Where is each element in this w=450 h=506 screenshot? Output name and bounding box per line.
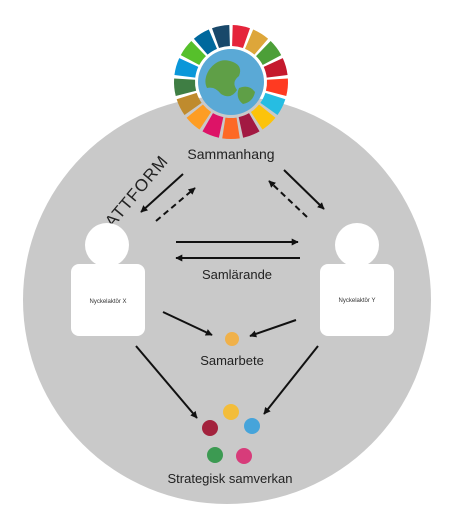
strategy-dot bbox=[236, 448, 252, 464]
platform-circle bbox=[23, 96, 431, 504]
actor-right-label: Nyckelaktör Y bbox=[339, 298, 376, 304]
sdg-segment bbox=[222, 117, 240, 139]
middle-label: Samlärande bbox=[202, 267, 272, 282]
arrow-icon bbox=[249, 319, 297, 338]
sdg-segment bbox=[174, 78, 197, 96]
arrow-icon bbox=[140, 173, 184, 213]
sdg-segment bbox=[232, 25, 250, 49]
sdg-segment bbox=[238, 113, 260, 138]
actor-left-label: Nyckelaktör X bbox=[89, 299, 126, 305]
arrows bbox=[135, 169, 325, 419]
actor-right-body bbox=[320, 264, 394, 336]
globe-land bbox=[205, 60, 255, 104]
arrow-icon bbox=[283, 169, 325, 210]
sdg-segment bbox=[193, 29, 217, 55]
actor-left-body bbox=[71, 264, 145, 336]
arrow-icon bbox=[162, 311, 213, 336]
sdg-segment bbox=[263, 58, 288, 78]
sdg-segment bbox=[265, 78, 288, 96]
cooperation-label: Samarbete bbox=[200, 353, 264, 368]
sdg-segment bbox=[176, 92, 202, 115]
arrow-icon bbox=[268, 180, 308, 218]
sdg-segment bbox=[186, 104, 212, 130]
actor-left: Nyckelaktör X bbox=[71, 223, 145, 336]
sdg-wheel-icon bbox=[174, 25, 288, 139]
strategy-dot bbox=[244, 418, 260, 434]
person-icon bbox=[85, 223, 129, 267]
sdg-segment bbox=[250, 104, 276, 130]
top-label: Sammanhang bbox=[187, 146, 274, 162]
arrow-icon bbox=[135, 345, 198, 419]
strategy-dots bbox=[202, 404, 260, 464]
sdg-segment bbox=[256, 41, 282, 65]
sdg-segment bbox=[212, 25, 230, 49]
strategy-dot bbox=[207, 447, 223, 463]
person-icon bbox=[335, 223, 379, 267]
strategy-dot bbox=[202, 420, 218, 436]
arrow-icon bbox=[155, 187, 196, 222]
sdg-segment bbox=[260, 92, 286, 115]
actor-right: Nyckelaktör Y bbox=[320, 223, 394, 336]
cooperation-dot bbox=[225, 332, 239, 346]
sdg-segment bbox=[245, 29, 269, 55]
arrow-icon bbox=[263, 345, 319, 415]
bottom-label: Strategisk samverkan bbox=[168, 471, 293, 486]
sdg-segment bbox=[180, 41, 206, 65]
sdg-segment bbox=[202, 113, 224, 138]
strategy-dot bbox=[223, 404, 239, 420]
sdg-segment bbox=[174, 58, 199, 78]
